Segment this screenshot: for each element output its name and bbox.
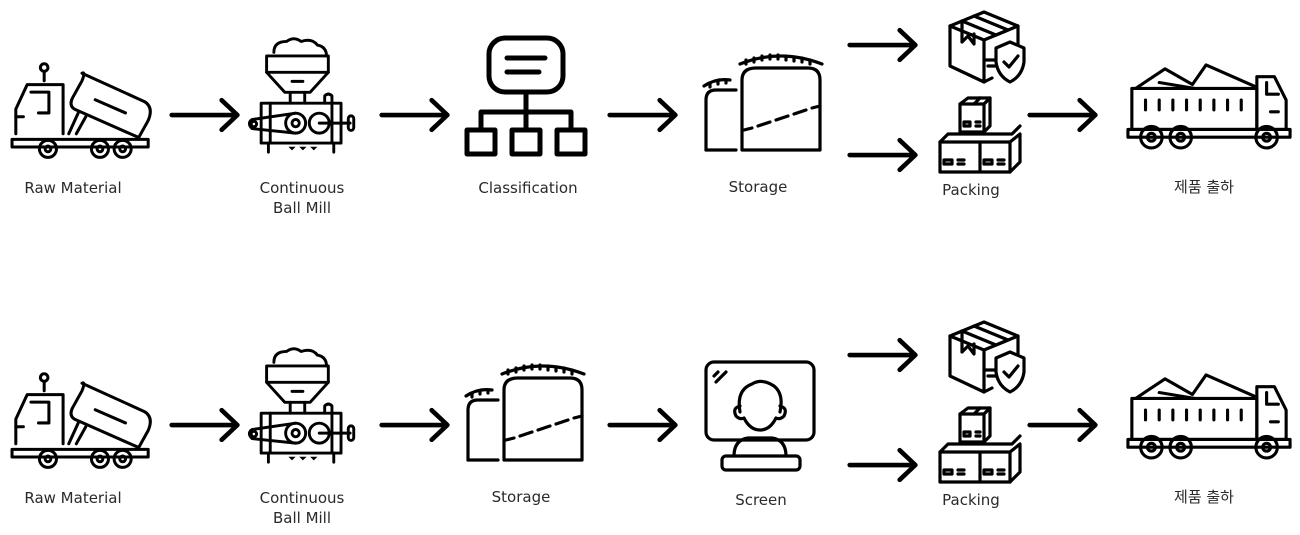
arrow-right-icon [378, 406, 452, 444]
dump-truck-icon [6, 370, 158, 474]
cargo-truck-icon [1126, 364, 1292, 464]
step-label: Raw Material [24, 179, 122, 197]
step-label: Packing [942, 181, 1000, 199]
step-label: Packing [942, 491, 1000, 509]
dump-truck-icon [6, 60, 158, 164]
hierarchy-icon [460, 32, 592, 162]
secure-package-icon [934, 318, 1034, 398]
storage-tank-icon [462, 344, 592, 464]
step-label: Continuous Ball Mill [259, 179, 345, 217]
step-label: Screen [735, 491, 787, 509]
storage-tank-icon [700, 34, 830, 154]
secure-package-icon [934, 8, 1034, 88]
step-label: Raw Material [24, 489, 122, 507]
arrow-right-icon [606, 406, 680, 444]
ball-mill-icon [243, 30, 361, 160]
arrow-right-icon [846, 26, 920, 64]
monitor-operator-icon [700, 356, 820, 476]
arrow-right-icon [168, 406, 242, 444]
step-label: Storage [728, 178, 788, 196]
ball-mill-icon [243, 340, 361, 470]
cargo-truck-icon [1126, 54, 1292, 154]
arrow-right-icon [1026, 406, 1100, 444]
stacked-boxes-icon [936, 96, 1036, 176]
stacked-boxes-icon [936, 406, 1036, 486]
step-label: Classification [478, 179, 578, 197]
step-label: Continuous Ball Mill [259, 489, 345, 527]
arrow-right-icon [606, 96, 680, 134]
arrow-right-icon [168, 96, 242, 134]
step-label: 제품 출하 [1174, 488, 1234, 506]
arrow-right-icon [378, 96, 452, 134]
step-label: Storage [491, 488, 551, 506]
arrow-right-icon [846, 336, 920, 374]
arrow-right-icon [1026, 96, 1100, 134]
arrow-right-icon [846, 136, 920, 174]
step-label: 제품 출하 [1174, 178, 1234, 196]
arrow-right-icon [846, 446, 920, 484]
